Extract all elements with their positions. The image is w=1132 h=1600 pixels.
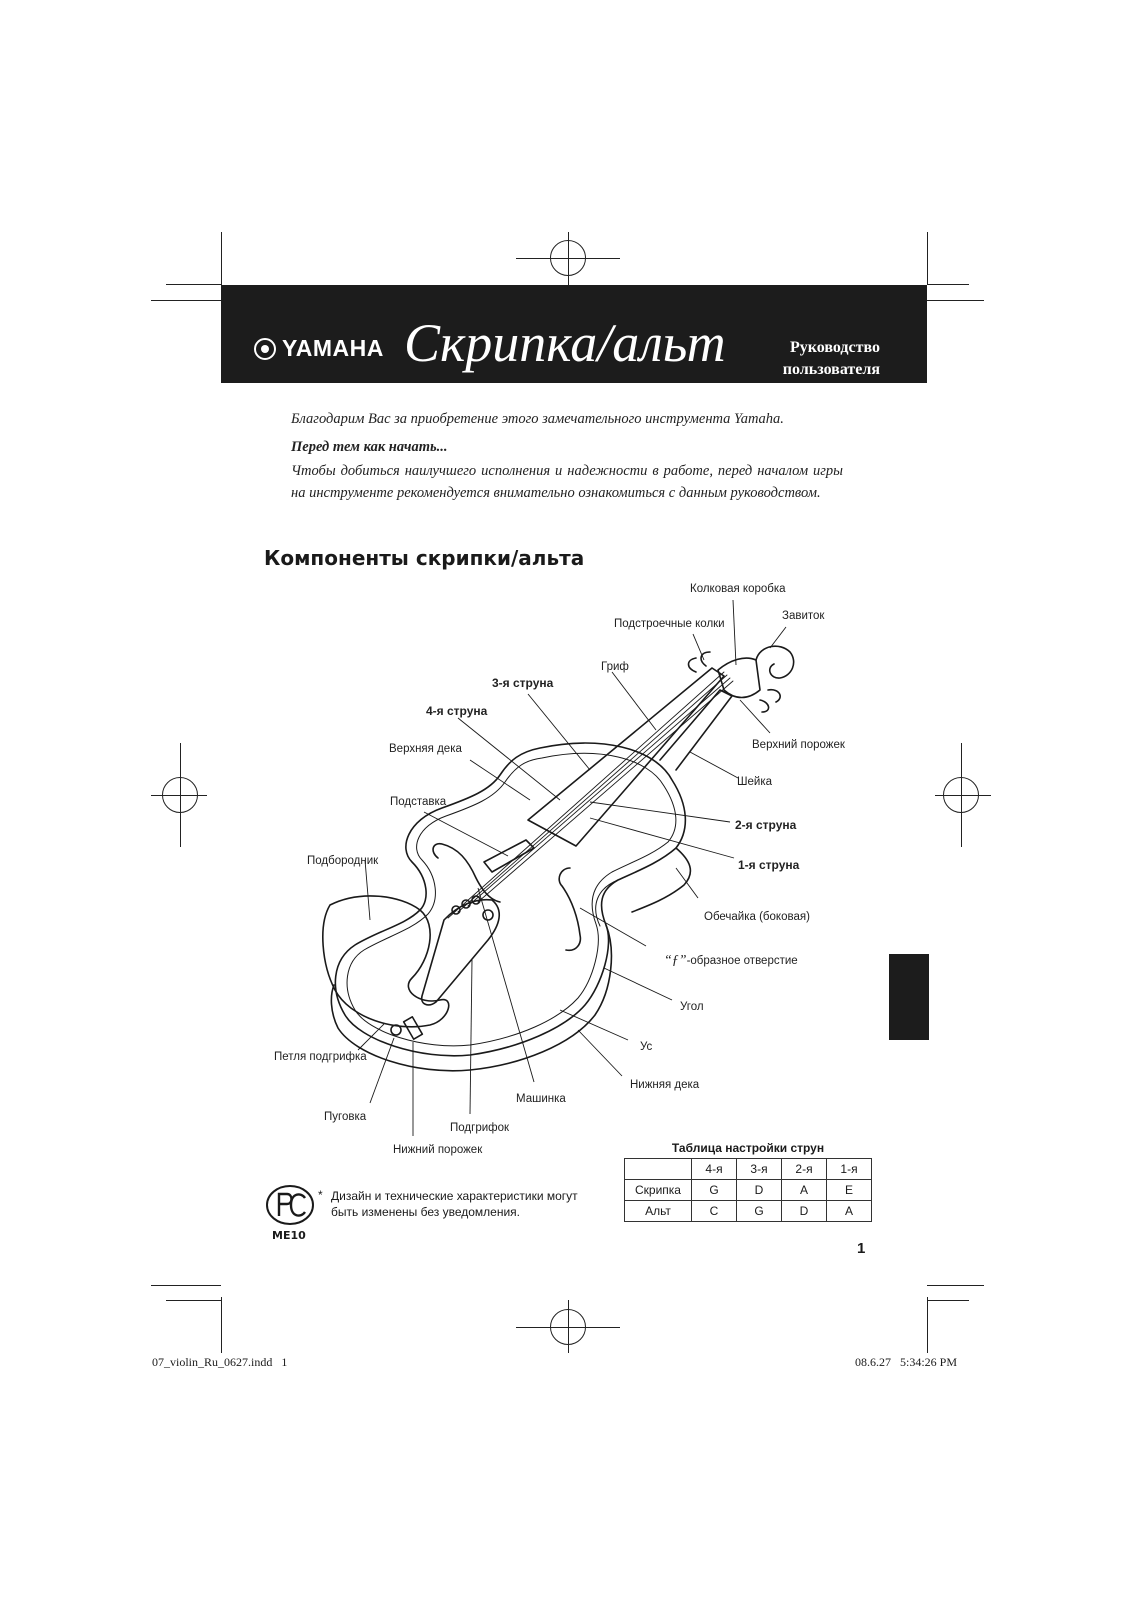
label-f-hole-glyph: “ƒ” bbox=[664, 953, 687, 968]
fingerboard-shape bbox=[527, 667, 725, 847]
header-bar bbox=[221, 285, 927, 383]
table-cell: G bbox=[691, 1179, 737, 1201]
label-tailpiece: Подгрифок bbox=[450, 1122, 510, 1134]
document-title: Скрипка/альт bbox=[404, 313, 726, 373]
f-hole-right bbox=[558, 867, 582, 952]
tuning-table-title: Таблица настройки струн bbox=[671, 1141, 825, 1155]
label-nut: Верхний порожек bbox=[752, 739, 845, 751]
label-top-plate: Верхняя дека bbox=[389, 743, 462, 755]
table-row: Альт C G D A bbox=[624, 1200, 872, 1222]
intro-heading: Перед тем как начать... bbox=[291, 439, 448, 455]
end-button-shape bbox=[390, 1024, 402, 1036]
label-ribs: Обечайка (боковая) bbox=[704, 911, 810, 923]
label-corner: Угол bbox=[680, 1001, 704, 1013]
neck-shape bbox=[659, 689, 733, 771]
label-pegs: Подстроечные колки bbox=[614, 618, 725, 630]
document-subtitle: Руководство пользователя bbox=[740, 337, 880, 381]
label-end-button: Пуговка bbox=[324, 1111, 367, 1123]
violin-purfling bbox=[346, 752, 677, 1047]
table-header-cell: 1-я bbox=[826, 1158, 872, 1180]
table-cell: D bbox=[736, 1179, 782, 1201]
slug-file-name: 07_violin_Ru_0627.indd 1 bbox=[152, 1355, 288, 1369]
disclaimer-asterisk: * bbox=[318, 1188, 323, 1202]
label-fingerboard: Гриф bbox=[601, 661, 629, 673]
intro-thanks: Благодарим Вас за приобретение этого зам… bbox=[291, 411, 784, 427]
label-f-hole-text: -образное отверстие bbox=[686, 955, 798, 967]
label-chinrest: Подбородник bbox=[307, 855, 379, 867]
label-bridge: Подставка bbox=[390, 796, 447, 808]
disclaimer-text: Дизайн и технические характеристики могу… bbox=[331, 1189, 578, 1219]
scroll-shape bbox=[755, 645, 795, 679]
table-cell: A bbox=[781, 1179, 827, 1201]
table-cell: G bbox=[736, 1200, 782, 1222]
label-f-hole: “ƒ”-образное отверстие bbox=[664, 954, 798, 968]
label-back-plate: Нижняя дека bbox=[630, 1079, 700, 1091]
table-cell: D bbox=[781, 1200, 827, 1222]
pegbox-shape bbox=[717, 657, 761, 699]
saddle-shape bbox=[402, 1016, 424, 1040]
table-header-cell: 3-я bbox=[736, 1158, 782, 1180]
side-tab bbox=[889, 954, 929, 1040]
table-cell: E bbox=[826, 1179, 872, 1201]
label-string-2: 2-я струна bbox=[735, 818, 797, 832]
yamaha-emblem-icon bbox=[254, 337, 276, 360]
brand-logo: YAMAHA bbox=[254, 335, 384, 362]
violin-body bbox=[334, 742, 687, 1057]
subtitle-line-1: Руководство bbox=[789, 339, 880, 356]
brand-name: YAMAHA bbox=[282, 335, 384, 361]
label-string-3: 3-я струна bbox=[492, 676, 554, 690]
label-string-4: 4-я струна bbox=[426, 704, 488, 718]
label-tailpiece-loop: Петля подгрифка bbox=[274, 1051, 367, 1063]
violin-ribs bbox=[330, 847, 692, 1072]
label-fine-tuner: Машинка bbox=[516, 1093, 566, 1105]
section-title: Компоненты скрипки/альта bbox=[264, 546, 585, 570]
tailpiece-shape bbox=[420, 898, 500, 1006]
pegs-shape bbox=[687, 651, 781, 713]
table-cell: Скрипка bbox=[624, 1179, 692, 1201]
tuning-table: 4-я 3-я 2-я 1-я Скрипка G D A E Альт C G… bbox=[624, 1158, 872, 1222]
intro-body: Чтобы добиться наилучшего исполнения и н… bbox=[291, 463, 843, 501]
table-header-cell: 4-я bbox=[691, 1158, 737, 1180]
label-neck: Шейка bbox=[737, 776, 773, 788]
label-pegbox: Колковая коробка bbox=[690, 583, 786, 595]
label-string-1: 1-я струна bbox=[738, 858, 800, 872]
table-row: Скрипка G D A E bbox=[624, 1179, 872, 1201]
table-header-cell: 2-я bbox=[781, 1158, 827, 1180]
table-header-cell bbox=[624, 1158, 692, 1180]
label-scroll: Завиток bbox=[782, 610, 825, 622]
subtitle-line-2: пользователя bbox=[782, 361, 880, 378]
table-cell: C bbox=[691, 1200, 737, 1222]
f-hole-left bbox=[432, 842, 501, 903]
slug-timestamp: 08.6.27 5:34:26 PM bbox=[855, 1355, 958, 1369]
pct-certification-icon bbox=[266, 1185, 314, 1225]
table-header-row: 4-я 3-я 2-я 1-я bbox=[624, 1158, 872, 1180]
chinrest-shape bbox=[322, 895, 450, 1028]
certification-code: ME10 bbox=[272, 1229, 306, 1242]
table-cell: A bbox=[826, 1200, 872, 1222]
label-purfling: Ус bbox=[640, 1041, 653, 1053]
table-cell: Альт bbox=[624, 1200, 692, 1222]
label-saddle: Нижний порожек bbox=[393, 1144, 483, 1156]
page-number: 1 bbox=[857, 1240, 866, 1257]
